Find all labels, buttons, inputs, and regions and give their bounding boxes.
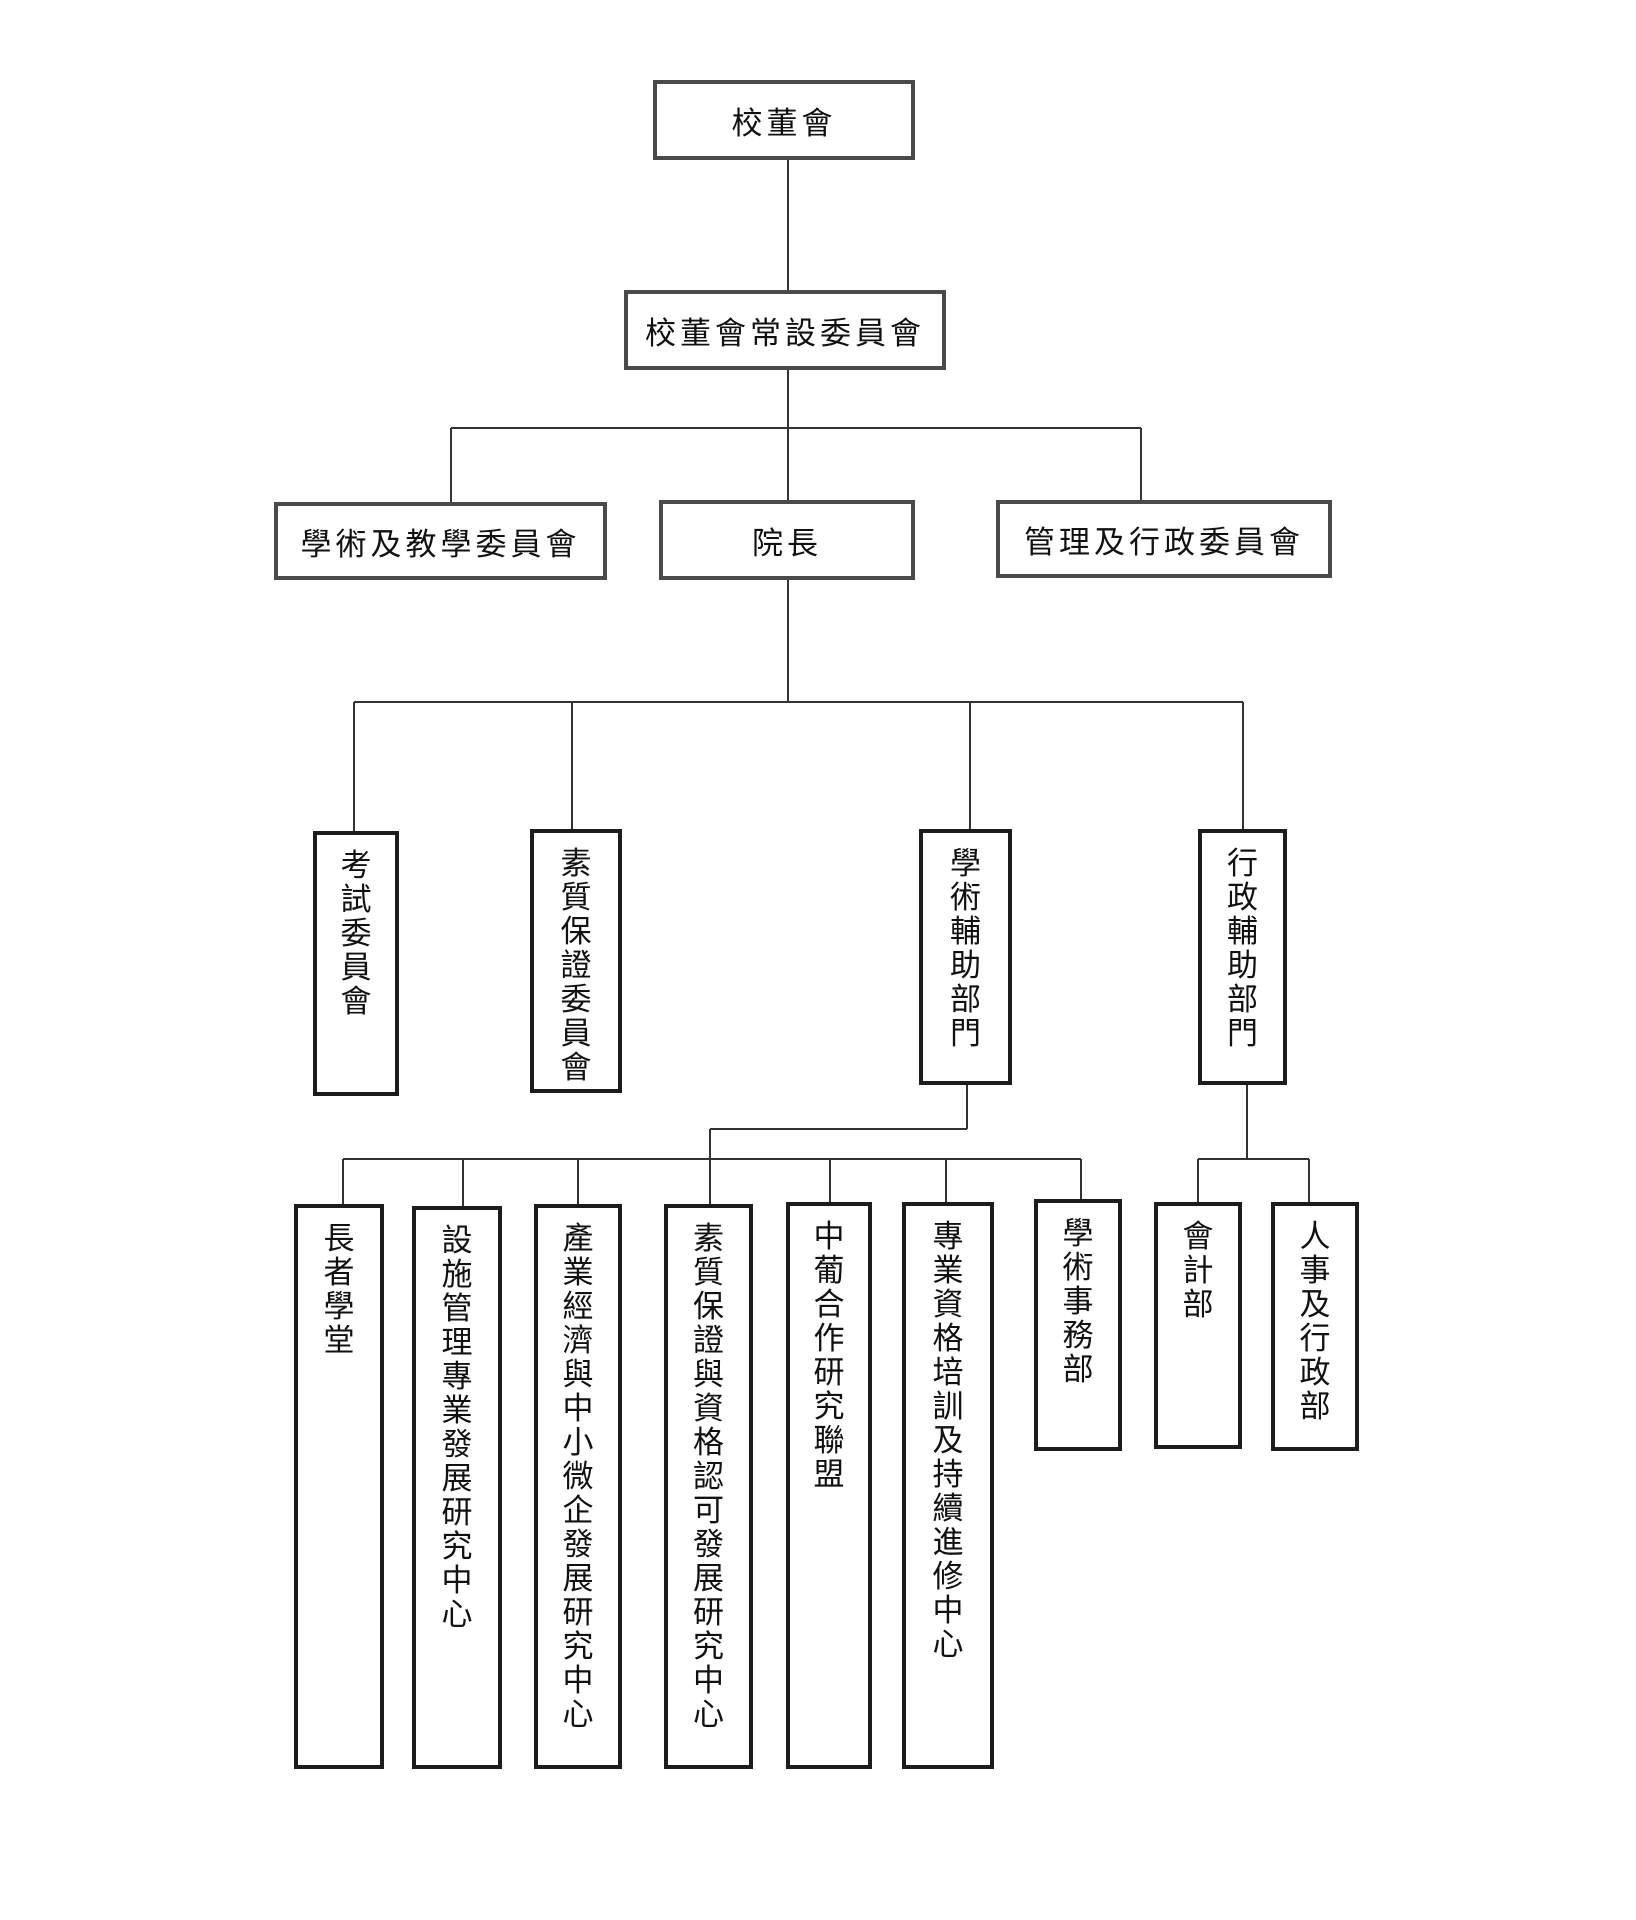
academic-unit-6-label: 專業資格培訓及持續進修中心 xyxy=(932,1219,964,1663)
admin-support-label: 行政輔助部門 xyxy=(1227,846,1258,1052)
academic-unit-2-box: 設施管理專業發展研究中心 xyxy=(412,1206,502,1769)
academic-unit-4-box: 素質保證與資格認可發展研究中心 xyxy=(664,1204,753,1769)
academic-unit-7-label: 學術事務部 xyxy=(1062,1216,1094,1388)
admin-committee-label: 管理及行政委員會 xyxy=(1024,524,1304,561)
standing-committee-label: 校董會常設委員會 xyxy=(645,315,925,352)
academic-committee-box: 學術及教學委員會 xyxy=(274,502,607,580)
admin-support-box: 行政輔助部門 xyxy=(1198,829,1287,1085)
academic-unit-1-box: 長者學堂 xyxy=(294,1204,384,1769)
academic-support-box: 學術輔助部門 xyxy=(919,829,1012,1085)
admin-committee-box: 管理及行政委員會 xyxy=(996,500,1332,578)
standing-committee-box: 校董會常設委員會 xyxy=(624,290,946,370)
academic-unit-7-box: 學術事務部 xyxy=(1034,1199,1122,1451)
academic-unit-2-label: 設施管理專業發展研究中心 xyxy=(441,1223,473,1633)
academic-unit-5-label: 中葡合作研究聯盟 xyxy=(813,1219,845,1493)
qa-committee-label: 素質保證委員會 xyxy=(560,846,592,1086)
academic-unit-3-box: 產業經濟與中小微企發展研究中心 xyxy=(534,1204,622,1769)
exam-committee-box: 考試委員會 xyxy=(313,831,399,1096)
academic-unit-3-label: 產業經濟與中小微企發展研究中心 xyxy=(562,1221,594,1733)
president-box: 院長 xyxy=(659,500,915,580)
personnel-admin-box: 人事及行政部 xyxy=(1271,1202,1359,1451)
board-label: 校董會 xyxy=(731,105,837,142)
accounting-box: 會計部 xyxy=(1154,1202,1242,1449)
president-label: 院長 xyxy=(752,525,822,562)
academic-unit-6-box: 專業資格培訓及持續進修中心 xyxy=(902,1202,994,1769)
academic-unit-5-box: 中葡合作研究聯盟 xyxy=(786,1202,872,1769)
qa-committee-box: 素質保證委員會 xyxy=(530,829,622,1093)
academic-unit-1-label: 長者學堂 xyxy=(323,1221,355,1359)
academic-committee-label: 學術及教學委員會 xyxy=(300,526,581,563)
academic-support-label: 學術輔助部門 xyxy=(950,846,981,1052)
exam-committee-label: 考試委員會 xyxy=(340,848,372,1020)
academic-unit-4-label: 素質保證與資格認可發展研究中心 xyxy=(693,1221,724,1733)
board-box: 校董會 xyxy=(653,80,915,160)
personnel-admin-label: 人事及行政部 xyxy=(1299,1219,1331,1425)
accounting-label: 會計部 xyxy=(1182,1219,1214,1323)
